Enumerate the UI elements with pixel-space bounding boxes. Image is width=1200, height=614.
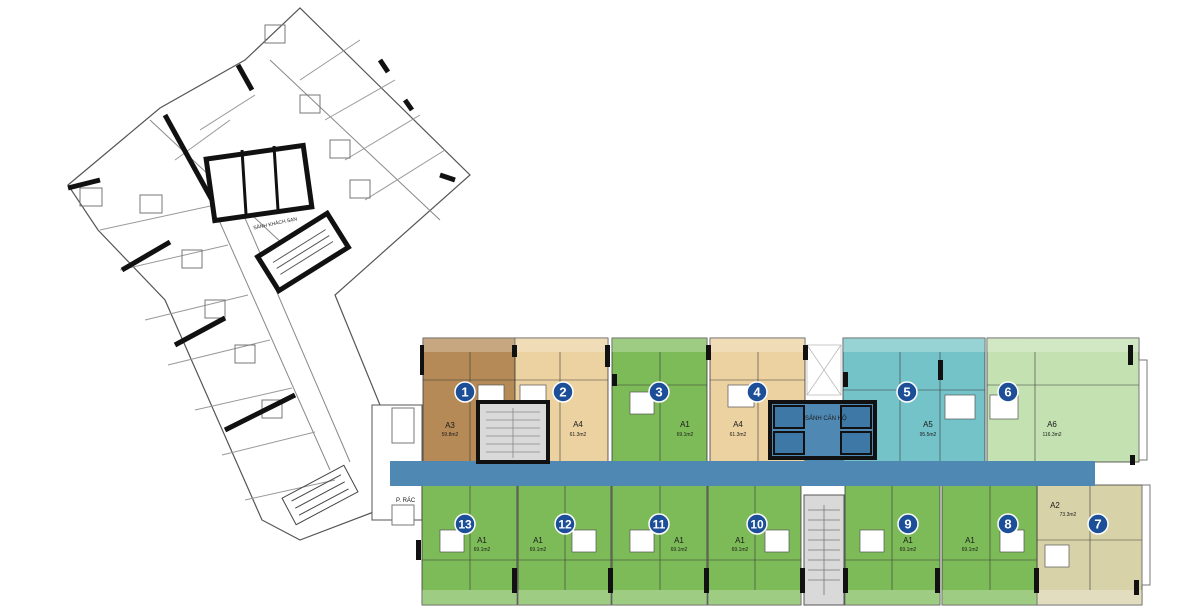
unit-type-6: A6 xyxy=(1047,420,1057,429)
unit-badge-4[interactable]: 4 xyxy=(746,381,768,403)
unit-type-2: A4 xyxy=(573,420,583,429)
unit-9[interactable] xyxy=(844,484,941,606)
unit-number-10: 10 xyxy=(750,518,764,532)
unit-number-4: 4 xyxy=(753,385,761,400)
unit-area-3: 69.1m2 xyxy=(677,432,694,438)
hotel-walls xyxy=(67,58,456,433)
right-balcony xyxy=(1138,359,1148,461)
unit-badge-11[interactable]: 11 xyxy=(648,513,670,535)
unit-area-1: 59.8m2 xyxy=(442,432,459,438)
unit-badge-circle-3 xyxy=(648,381,670,403)
unit-badge-8[interactable]: 8 xyxy=(997,513,1019,535)
trash-room-label: P. RÁC xyxy=(396,497,416,504)
unit-type-10: A1 xyxy=(735,536,745,545)
unit-badge-7[interactable]: 7 xyxy=(1087,513,1109,535)
unit-number-7: 7 xyxy=(1094,517,1101,532)
hotel-lift-core xyxy=(203,142,315,224)
unit-badge-1[interactable]: 1 xyxy=(454,381,476,403)
unit-number-9: 9 xyxy=(904,517,911,532)
unit-number-5: 5 xyxy=(903,385,910,400)
unit-badge-6[interactable]: 6 xyxy=(997,381,1019,403)
unit-badge-13[interactable]: 13 xyxy=(454,513,476,535)
unit-number-8: 8 xyxy=(1004,517,1011,532)
unit-type-1: A3 xyxy=(445,421,455,430)
unit-badge-10[interactable]: 10 xyxy=(746,513,768,535)
unit-number-12: 12 xyxy=(558,518,572,532)
unit-type-5: A5 xyxy=(923,420,933,429)
apartment-lift-core xyxy=(768,400,877,460)
unit-badge-circle-10 xyxy=(746,513,768,535)
unit-type-4: A4 xyxy=(733,420,743,429)
unit-area-6: 116.3m2 xyxy=(1042,432,1061,438)
unit-type-12: A1 xyxy=(533,536,543,545)
unit-badge-circle-2 xyxy=(552,381,574,403)
unit-badge-circle-5 xyxy=(896,381,918,403)
unit-area-4: 61.3m2 xyxy=(730,432,747,438)
hotel-stair-2 xyxy=(281,464,359,526)
unit-badge-circle-12 xyxy=(554,513,576,535)
unit-badge-5[interactable]: 5 xyxy=(896,381,918,403)
apartment-stair xyxy=(476,400,550,464)
unit-type-13: A1 xyxy=(477,536,487,545)
unit-number-2: 2 xyxy=(559,385,566,400)
unit-number-1: 1 xyxy=(461,385,468,400)
unit-number-3: 3 xyxy=(655,385,662,400)
unit-badge-circle-11 xyxy=(648,513,670,535)
unit-13[interactable] xyxy=(421,484,518,606)
unit-badge-circle-8 xyxy=(997,513,1019,535)
unit-number-6: 6 xyxy=(1004,385,1011,400)
unit-type-9: A1 xyxy=(903,536,913,545)
unit-area-5: 95.5m2 xyxy=(920,432,937,438)
unit-11[interactable] xyxy=(611,484,708,606)
unit-badge-12[interactable]: 12 xyxy=(554,513,576,535)
unit-badge-3[interactable]: 3 xyxy=(648,381,670,403)
unit-area-12: 69.1m2 xyxy=(530,547,547,553)
unit-badge-9[interactable]: 9 xyxy=(897,513,919,535)
unit-badge-circle-6 xyxy=(997,381,1019,403)
unit-area-9: 69.1m2 xyxy=(900,547,917,553)
unit-area-7: 73.3m2 xyxy=(1060,512,1077,518)
unit-area-11: 69.1m2 xyxy=(671,547,688,553)
unit-area-2: 61.3m2 xyxy=(570,432,587,438)
unit-badge-circle-7 xyxy=(1087,513,1109,535)
unit-number-13: 13 xyxy=(458,518,472,532)
corridor xyxy=(390,461,1095,486)
right-balcony-2 xyxy=(1141,484,1151,586)
lower-stair xyxy=(803,494,845,606)
balconies xyxy=(422,338,1142,605)
apartment-lobby-label: SẢNH CĂN HỘ xyxy=(805,415,847,422)
columns xyxy=(416,345,1139,595)
unit-area-8: 69.1m2 xyxy=(962,547,979,553)
unit-badge-circle-1 xyxy=(454,381,476,403)
unit-area-13: 69.1m2 xyxy=(474,547,491,553)
unit-badge-circle-9 xyxy=(897,513,919,535)
unit-badge-circle-13 xyxy=(454,513,476,535)
unit-badge-2[interactable]: 2 xyxy=(552,381,574,403)
unit-badge-circle-4 xyxy=(746,381,768,403)
hotel-stair xyxy=(254,209,352,295)
unit-number-11: 11 xyxy=(653,518,666,532)
unit-type-11: A1 xyxy=(674,536,684,545)
unit-type-8: A1 xyxy=(965,536,975,545)
unit-labels: A359.8m2A461.3m2A169.1m2A461.3m2A595.5m2… xyxy=(442,420,1077,553)
unit-type-7: A2 xyxy=(1050,501,1060,510)
unit-12[interactable] xyxy=(517,484,612,606)
unit-type-3: A1 xyxy=(680,420,690,429)
unit-area-10: 69.1m2 xyxy=(732,547,749,553)
void xyxy=(806,344,842,396)
